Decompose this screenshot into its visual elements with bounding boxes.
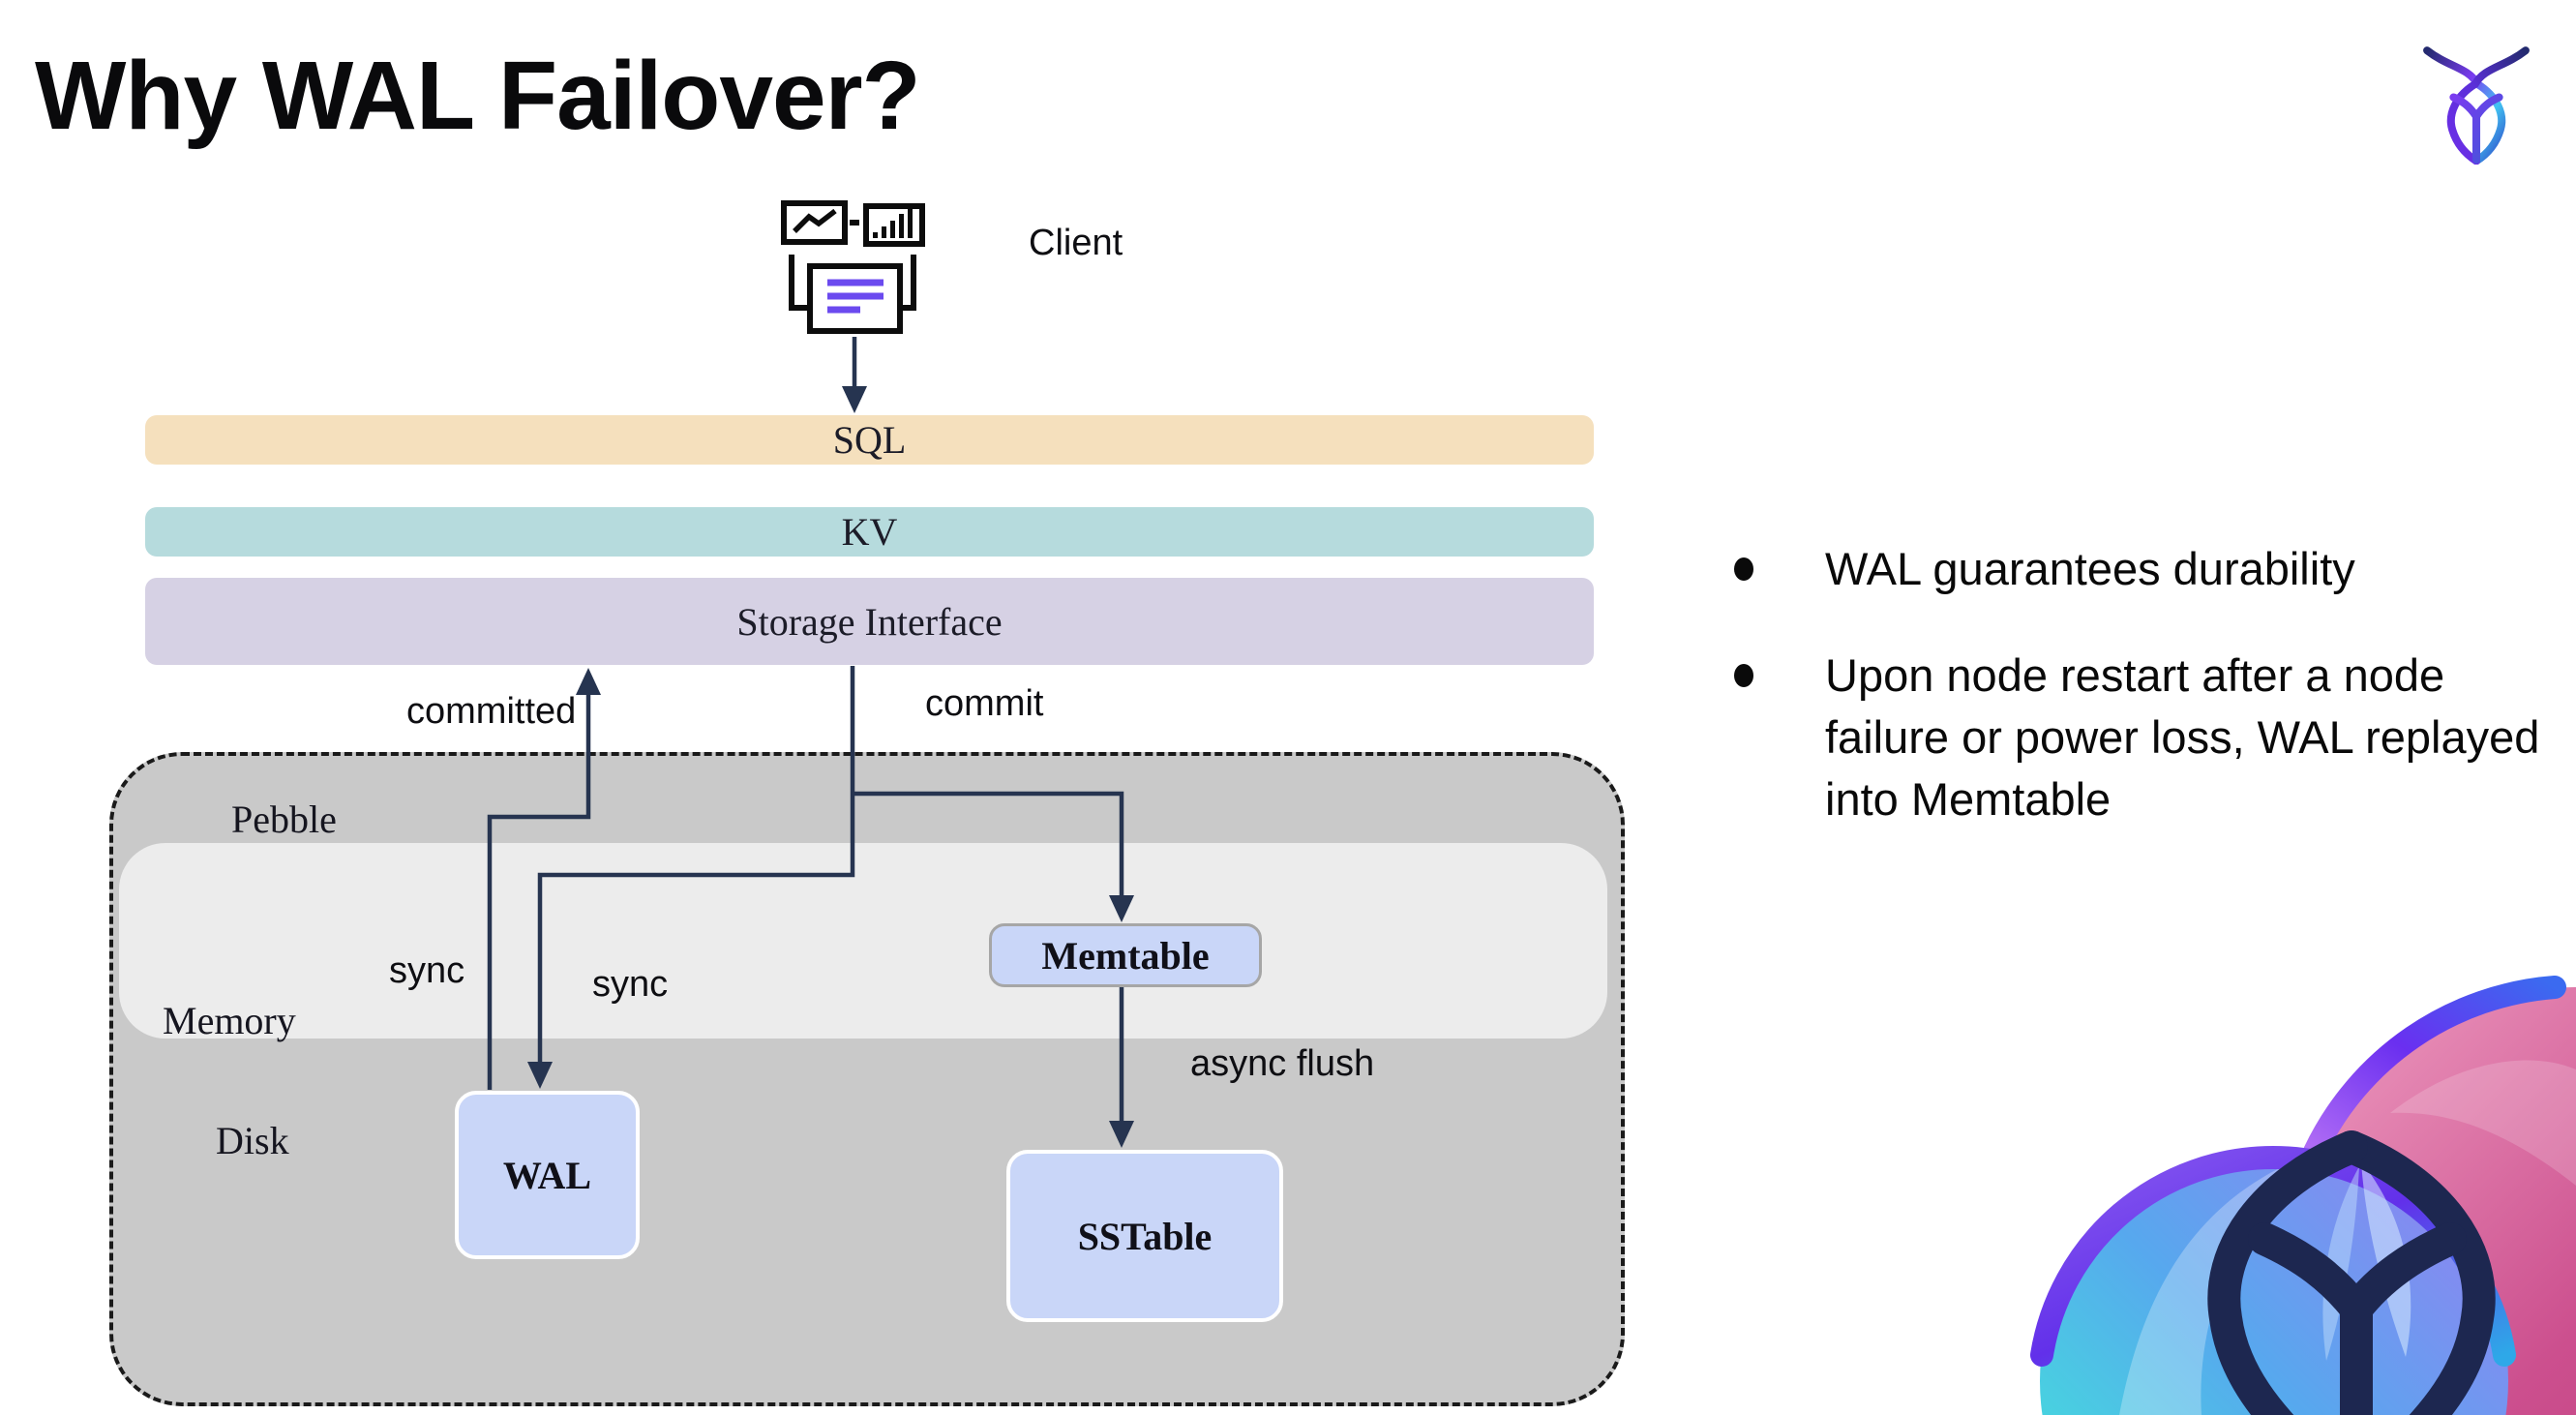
- memtable-label: Memtable: [1041, 933, 1210, 978]
- bullet-text: WAL guarantees durability: [1825, 543, 2355, 594]
- bullet-list: WAL guarantees durability Upon node rest…: [1734, 538, 2576, 830]
- layer-kv: KV: [145, 507, 1594, 557]
- bullet-dot: [1734, 664, 1753, 687]
- bullet-dot: [1734, 557, 1753, 581]
- layer-kv-label: KV: [841, 510, 898, 554]
- memtable-node: Memtable: [989, 923, 1262, 987]
- pebble-label: Pebble: [231, 798, 337, 841]
- edge-label-sync-wal: sync: [389, 950, 465, 991]
- client-label: Client: [1029, 223, 1123, 263]
- edge-label-sync-commit: sync: [592, 964, 669, 1005]
- layer-sql: SQL: [145, 415, 1594, 465]
- layer-storage-label: Storage Interface: [736, 599, 1003, 644]
- client-computer-icon: [781, 200, 925, 334]
- wal-label: WAL: [502, 1153, 592, 1197]
- memory-region: [119, 843, 1607, 1039]
- edge-label-async-flush: async flush: [1190, 1043, 1375, 1084]
- wal-node: WAL: [455, 1091, 640, 1259]
- doc-lines-icon: [827, 279, 884, 314]
- memory-label: Memory: [163, 999, 296, 1042]
- sstable-node: SSTable: [1006, 1150, 1283, 1322]
- edge-label-commit: commit: [925, 683, 1044, 724]
- cockroachdb-logo-icon: [2423, 46, 2530, 165]
- disk-label: Disk: [216, 1119, 289, 1162]
- edge-label-committed: committed: [406, 691, 577, 732]
- sstable-label: SSTable: [1077, 1214, 1213, 1258]
- bullet-text: Upon node restart after a node failure o…: [1825, 649, 2540, 825]
- page-title: Why WAL Failover?: [35, 42, 921, 150]
- brand-artwork-graphic: [2030, 976, 2576, 1415]
- bullet-item: WAL guarantees durability: [1734, 538, 2576, 600]
- bullet-item: Upon node restart after a node failure o…: [1734, 645, 2576, 830]
- layer-storage-interface: Storage Interface: [145, 578, 1594, 665]
- layer-sql-label: SQL: [832, 418, 907, 462]
- pebble-container: Pebble Memory Disk: [109, 752, 1625, 1406]
